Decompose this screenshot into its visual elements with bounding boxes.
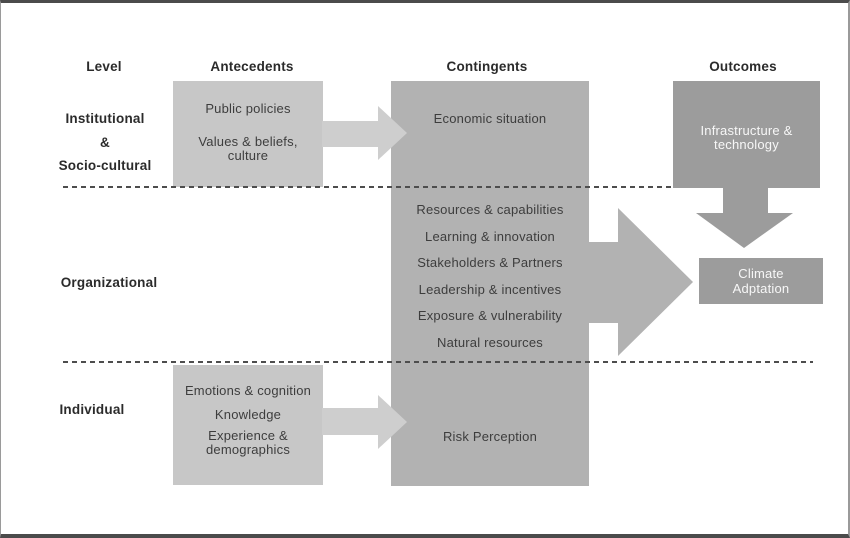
antecedent-item: Emotions & cognition — [184, 383, 312, 398]
antecedent-item: Public policies — [205, 101, 291, 116]
contingent-organizational-item: Natural resources — [437, 334, 543, 350]
contingent-organizational-list: Resources & capabilities Learning & inno… — [391, 197, 589, 357]
contingent-institutional-item: Economic situation — [433, 111, 547, 126]
contingent-organizational-item: Exposure & vulnerability — [417, 308, 563, 324]
level-label-individual: Individual — [59, 402, 125, 417]
arrow-head — [696, 213, 793, 248]
separator-organizational-individual — [63, 361, 813, 363]
antecedent-item: Knowledge — [214, 407, 282, 422]
antecedent-item: Values & beliefs, culture — [198, 134, 298, 163]
arrow-shaft — [723, 187, 768, 214]
contingent-organizational-item: Leadership & incentives — [418, 281, 562, 297]
outcome-result-item: Climate Adptation — [732, 266, 790, 296]
contingent-individual-item: Risk Perception — [442, 429, 538, 444]
column-header-level: Level — [86, 59, 122, 74]
arrow-shaft — [588, 242, 619, 323]
antecedents-institutional-box: Public policies Values & beliefs, cultur… — [173, 81, 323, 187]
climate-adaptation-box: Climate Adptation — [699, 258, 823, 304]
separator-institutional-organizational — [63, 186, 673, 188]
level-label-organizational: Organizational — [60, 275, 158, 290]
arrow-shaft — [322, 408, 379, 435]
contingent-organizational-item: Resources & capabilities — [416, 202, 564, 217]
column-header-antecedents: Antecedents — [210, 59, 294, 74]
antecedents-individual-box: Emotions & cognition Knowledge Experienc… — [173, 365, 323, 485]
outcome-item: Infrastructure & technology — [700, 123, 793, 152]
contingents-box: Economic situation Resources & capabilit… — [391, 81, 589, 486]
arrow-head — [378, 106, 407, 160]
contingent-organizational-item: Learning & innovation — [425, 228, 555, 244]
level-label-institutional: Institutional & Socio-cultural — [58, 111, 152, 173]
outcomes-institutional-box: Infrastructure & technology — [673, 81, 820, 188]
contingent-organizational-item: Stakeholders & Partners — [417, 255, 563, 271]
arrow-head — [378, 395, 407, 449]
antecedent-item: Experience & demographics — [205, 428, 291, 457]
arrow-shaft — [322, 121, 379, 147]
column-header-outcomes: Outcomes — [709, 59, 777, 74]
arrow-head — [618, 208, 693, 356]
column-header-contingents: Contingents — [446, 59, 528, 74]
